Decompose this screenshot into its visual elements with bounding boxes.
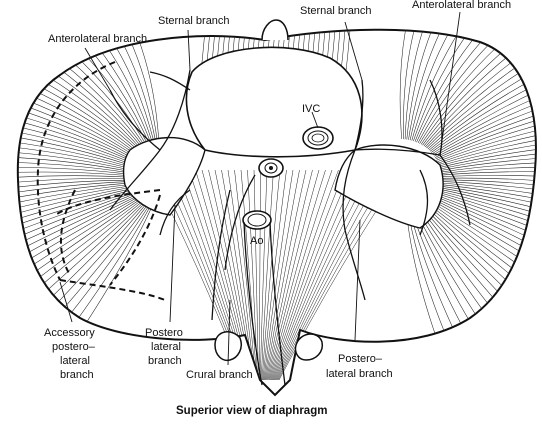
central-tendon-left-leaflet <box>122 136 206 216</box>
label-sternal-left: Sternal branch <box>158 15 230 27</box>
artery-branches <box>109 69 471 321</box>
label-posterolateral-right-1: Postero– <box>338 353 383 365</box>
label-anterolateral-left: Anterolateral branch <box>48 33 147 45</box>
label-accessory-3: lateral <box>60 355 90 367</box>
central-tendon-middle <box>185 46 363 158</box>
label-posterolateral-left-3: branch <box>148 355 182 367</box>
label-sternal-right: Sternal branch <box>300 5 372 17</box>
central-tendon-right-leaflet <box>334 144 444 229</box>
label-posterolateral-left-2: lateral <box>151 341 181 353</box>
xiphoid-process <box>261 19 289 41</box>
leader-lines <box>59 11 461 366</box>
label-crural: Crural branch <box>186 369 253 381</box>
crus-right-hook <box>294 333 324 361</box>
label-anterolateral-right: Anterolateral branch <box>412 0 511 11</box>
label-accessory-2: postero– <box>52 341 96 353</box>
esophageal-opening <box>258 158 284 178</box>
accessory-branch-dashed <box>36 61 166 301</box>
label-accessory-4: branch <box>60 369 94 381</box>
labels: Sternal branch Sternal branch Anterolate… <box>44 0 511 417</box>
ivc-opening <box>302 126 334 150</box>
label-ao: Ao <box>250 235 263 247</box>
figure-caption: Superior view of diaphragm <box>176 405 327 417</box>
label-ivc: IVC <box>302 103 320 115</box>
label-posterolateral-left-1: Postero <box>145 327 183 339</box>
label-posterolateral-right-2: lateral branch <box>326 368 393 380</box>
crus-left-hook <box>214 331 242 362</box>
aorta-opening <box>242 210 286 386</box>
label-accessory-1: Accessory <box>44 327 95 339</box>
